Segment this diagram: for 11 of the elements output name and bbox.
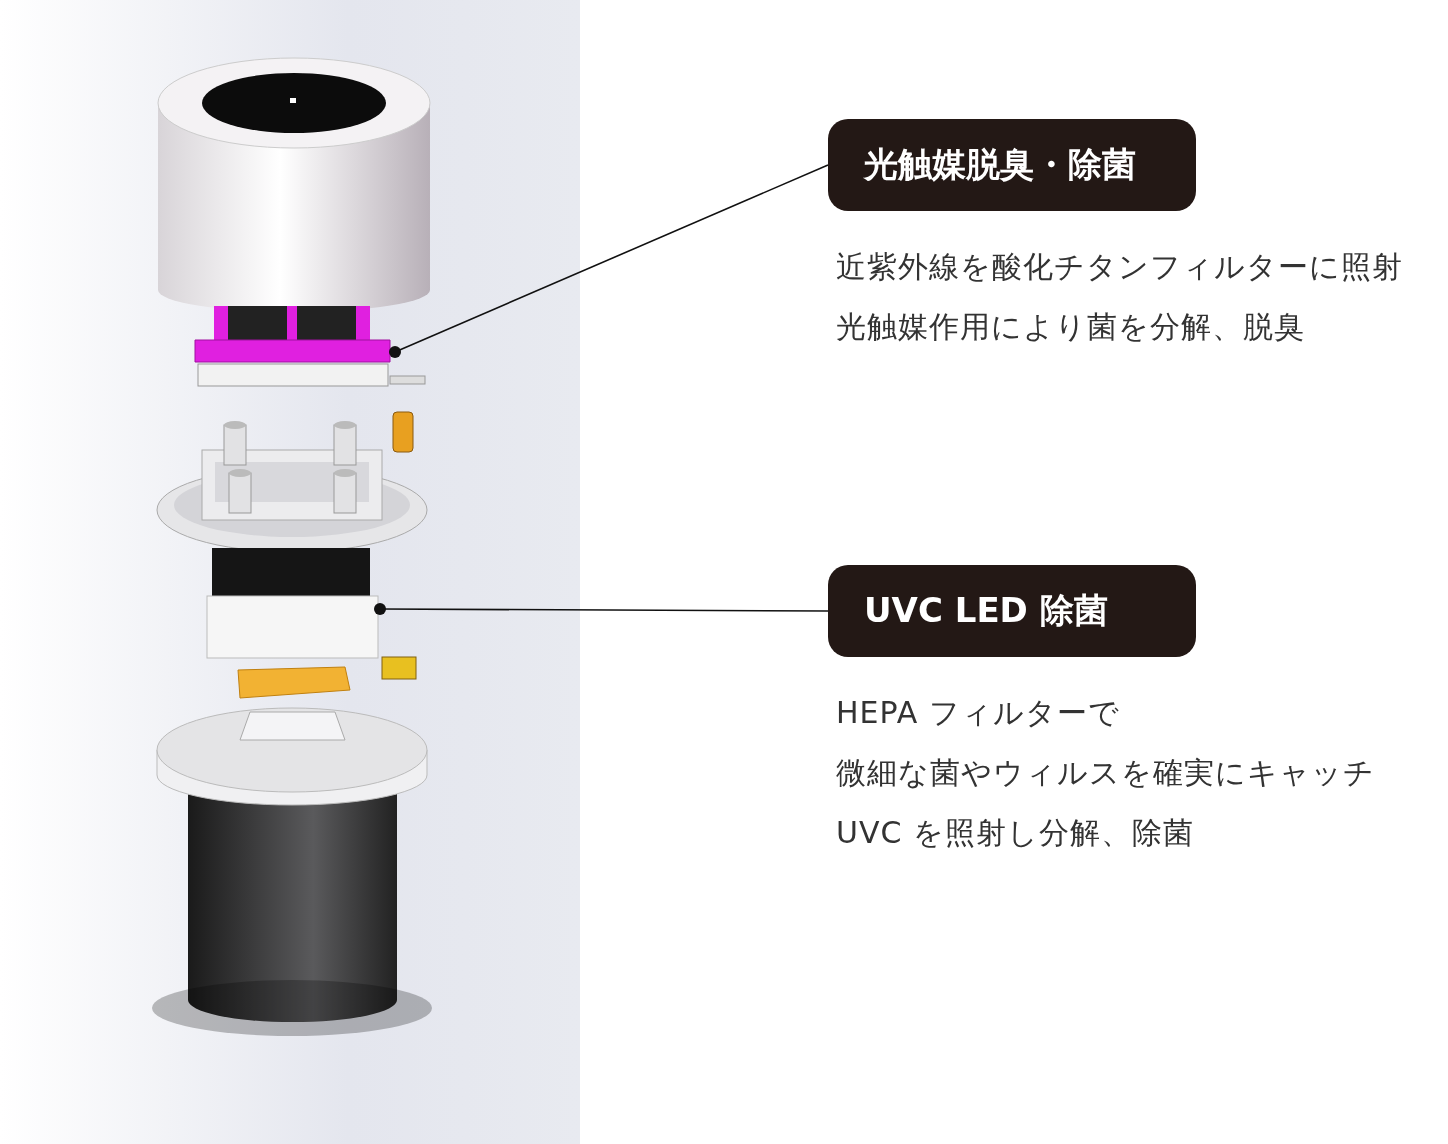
leader-line — [389, 164, 829, 358]
description-text: UVC を照射し分解、除菌 — [836, 814, 1194, 852]
description-text: 近紫外線を酸化チタンフィルターに照射 — [836, 248, 1403, 286]
photocatalyst-filter-part — [194, 306, 426, 387]
label-tag: UVC LED 除菌 — [828, 565, 1196, 657]
description-text: HEPA フィルターで — [836, 694, 1120, 732]
led-module-part — [206, 595, 379, 659]
description-text: 光触媒作用により菌を分解、脱臭 — [836, 308, 1305, 346]
description-text: 微細な菌やウィルスを確実にキャッチ — [836, 754, 1375, 792]
leader-line — [374, 603, 829, 615]
label-tag: 光触媒脱臭・除菌 — [828, 119, 1196, 211]
